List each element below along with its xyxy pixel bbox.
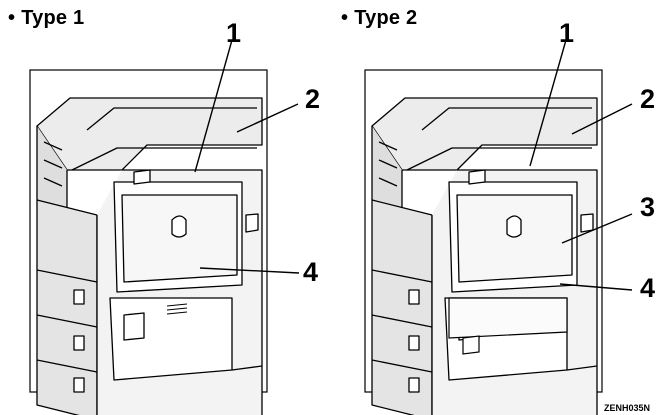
type2-title: •Type 2: [341, 7, 417, 30]
type1-callout-1: 1: [226, 18, 241, 48]
type2-leader-2: [571, 103, 633, 135]
type2-leader-4: [559, 283, 633, 291]
type2-callout-4: 4: [640, 273, 655, 303]
type1-leader-1: [194, 39, 233, 173]
type2-callout-2: 2: [640, 84, 655, 114]
type2-leader-1: [529, 39, 567, 167]
figure-code: ZENH035N: [603, 403, 650, 413]
type2-callout-3: 3: [640, 192, 655, 222]
type2-machine: [371, 97, 598, 415]
type2-title-text: Type 2: [354, 7, 418, 29]
type1-leader-4: [199, 267, 300, 274]
type1-title-text: Type 1: [21, 7, 85, 29]
type1-title: •Type 1: [8, 7, 84, 30]
type1-callout-4: 4: [303, 257, 318, 287]
type1-callout-2: 2: [305, 84, 320, 114]
type1-bullet: •: [8, 7, 16, 29]
type1-leader-2: [236, 103, 299, 133]
type2-leader-3: [561, 213, 633, 244]
type2-bullet: •: [341, 7, 349, 29]
type2-callout-1: 1: [559, 18, 574, 48]
type1-machine: [36, 97, 263, 415]
